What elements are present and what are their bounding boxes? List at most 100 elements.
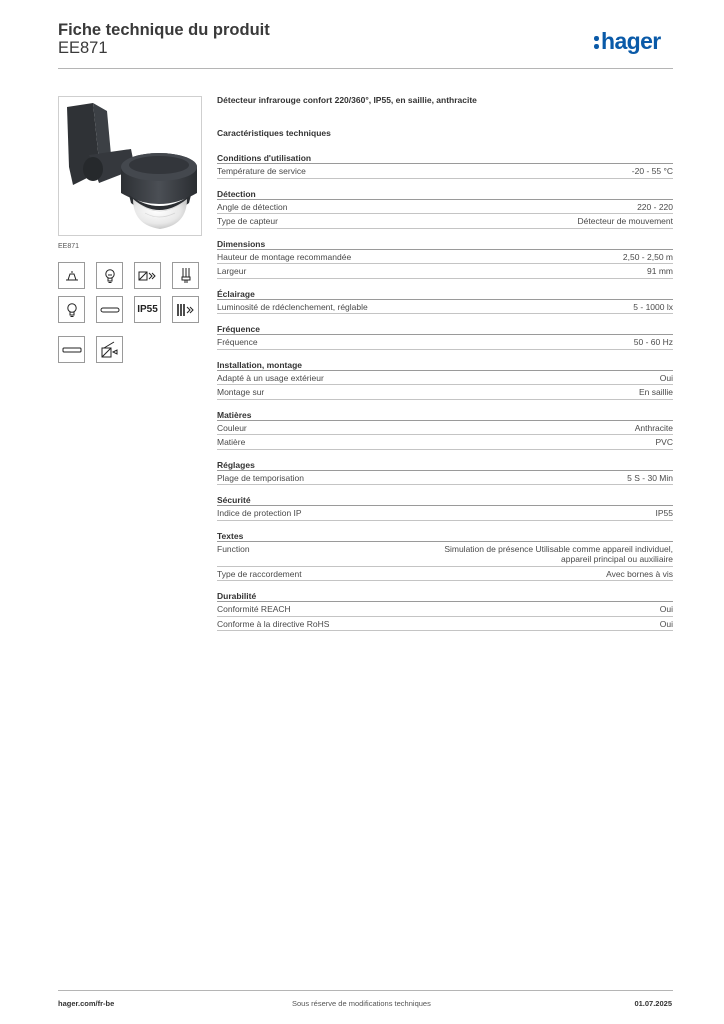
spec-row: Conformité REACH Oui	[217, 602, 673, 617]
spec-label: Couleur	[217, 422, 247, 433]
spec-row: Conforme à la directive RoHS Oui	[217, 617, 673, 631]
spec-value: PVC	[655, 437, 673, 447]
ceiling-lamp-icon	[58, 262, 85, 289]
spec-row: Luminosité de rdéclenchement, réglable 5 …	[217, 300, 673, 314]
image-caption: EE871	[58, 243, 80, 250]
spec-row: Matière PVC	[217, 435, 673, 450]
led-driver-icon	[134, 262, 161, 289]
page-title: Fiche technique du produit	[58, 21, 270, 39]
spec-row: Largeur 91 mm	[217, 264, 673, 279]
spec-label: Function	[217, 543, 250, 554]
spec-value: Détecteur de mouvement	[577, 216, 673, 226]
section-title: Détection	[217, 189, 673, 200]
spec-value: 91 mm	[647, 266, 673, 276]
header-divider	[58, 68, 673, 69]
spec-value: 220 - 220	[637, 201, 673, 212]
spec-label: Température de service	[217, 166, 306, 176]
incandescent-icon	[58, 296, 85, 323]
spec-row: Montage sur En saillie	[217, 385, 673, 400]
spec-row: Type de capteur Détecteur de mouvement	[217, 214, 673, 229]
spec-label: Type de raccordement	[217, 568, 302, 579]
spec-label: Matière	[217, 437, 246, 447]
spec-value: En saillie	[638, 387, 673, 397]
spec-value: Oui	[659, 604, 673, 614]
footer-divider	[58, 990, 673, 991]
section-title: Installation, montage	[217, 360, 673, 371]
transformer-icon	[172, 296, 199, 323]
spec-label: Adapté à un usage extérieur	[217, 372, 324, 383]
tech-characteristics-heading: Caractéristiques techniques	[217, 128, 331, 138]
spec-row: Température de service -20 - 55 °C	[217, 164, 673, 179]
spec-label: Plage de temporisation	[217, 472, 304, 483]
spec-row: Angle de détection 220 - 220	[217, 200, 673, 214]
footer-website: hager.com/fr-be	[58, 999, 115, 1008]
spec-value: Avec bornes à vis	[606, 568, 673, 579]
ip55-label: IP55	[137, 304, 158, 315]
linear-tube-icon	[58, 336, 85, 363]
product-reference: EE871	[58, 39, 108, 57]
spec-row: Couleur Anthracite	[217, 421, 673, 435]
product-description: Détecteur infrarouge confort 220/360°, I…	[217, 95, 477, 105]
section-title: Fréquence	[217, 324, 673, 335]
spec-label: Indice de protection IP	[217, 508, 302, 518]
spec-value: Anthracite	[634, 422, 673, 433]
spec-label: Hauteur de montage recommandée	[217, 251, 352, 262]
spec-row: Indice de protection IP IP55	[217, 506, 673, 521]
spec-label: Fréquence	[217, 337, 258, 347]
section-title: Éclairage	[217, 289, 673, 300]
section-title: Durabilité	[217, 591, 673, 602]
technical-content: Détecteur infrarouge confort 220/360°, I…	[217, 95, 673, 641]
tube-lamp-icon	[96, 296, 123, 323]
bulb-icon	[96, 262, 123, 289]
product-image	[58, 96, 202, 236]
spec-row: Hauteur de montage recommandée 2,50 - 2,5…	[217, 250, 673, 264]
spec-value: IP55	[655, 508, 674, 518]
spec-row: Function Simulation de présence Utilisabl…	[217, 542, 673, 567]
spec-row: Fréquence 50 - 60 Hz	[217, 335, 673, 350]
spec-label: Luminosité de rdéclenchement, réglable	[217, 301, 368, 312]
spec-label: Conformité REACH	[217, 604, 291, 614]
section-title: Dimensions	[217, 239, 673, 250]
section-title: Conditions d'utilisation	[217, 153, 673, 164]
spec-value: 5 - 1000 lx	[633, 301, 673, 312]
spec-label: Type de capteur	[217, 216, 278, 226]
logo-dots-icon	[594, 34, 600, 50]
spec-value: 50 - 60 Hz	[633, 337, 673, 347]
spec-value: Simulation de présence Utilisable comme …	[444, 543, 673, 565]
spec-row: Plage de temporisation 5 S - 30 Min	[217, 471, 673, 485]
motion-detector-illustration	[67, 103, 197, 229]
section-title: Sécurité	[217, 495, 673, 506]
spec-row: Type de raccordement Avec bornes à vis	[217, 567, 673, 581]
spec-value: 2,50 - 2,50 m	[622, 251, 673, 262]
ip55-badge: IP55	[134, 296, 161, 323]
footer-notice: Sous réserve de modifications techniques	[292, 999, 431, 1008]
fluorescent-lamp-icon	[172, 262, 199, 289]
hager-logo: hager	[594, 28, 661, 55]
spec-row: Adapté à un usage extérieur Oui	[217, 371, 673, 385]
spec-label: Largeur	[217, 266, 247, 276]
section-title: Matières	[217, 410, 673, 421]
motion-detector-icon	[96, 336, 123, 363]
spec-label: Montage sur	[217, 387, 265, 397]
spec-value: Oui	[659, 372, 673, 383]
spec-label: Conforme à la directive RoHS	[217, 618, 330, 629]
spec-value: Oui	[659, 618, 673, 629]
spec-label: Angle de détection	[217, 201, 288, 212]
logo-text: hager	[601, 28, 661, 54]
section-title: Textes	[217, 531, 673, 542]
footer-date: 01.07.2025	[634, 999, 672, 1008]
spec-value: -20 - 55 °C	[631, 166, 673, 176]
spec-value: 5 S - 30 Min	[627, 472, 673, 483]
